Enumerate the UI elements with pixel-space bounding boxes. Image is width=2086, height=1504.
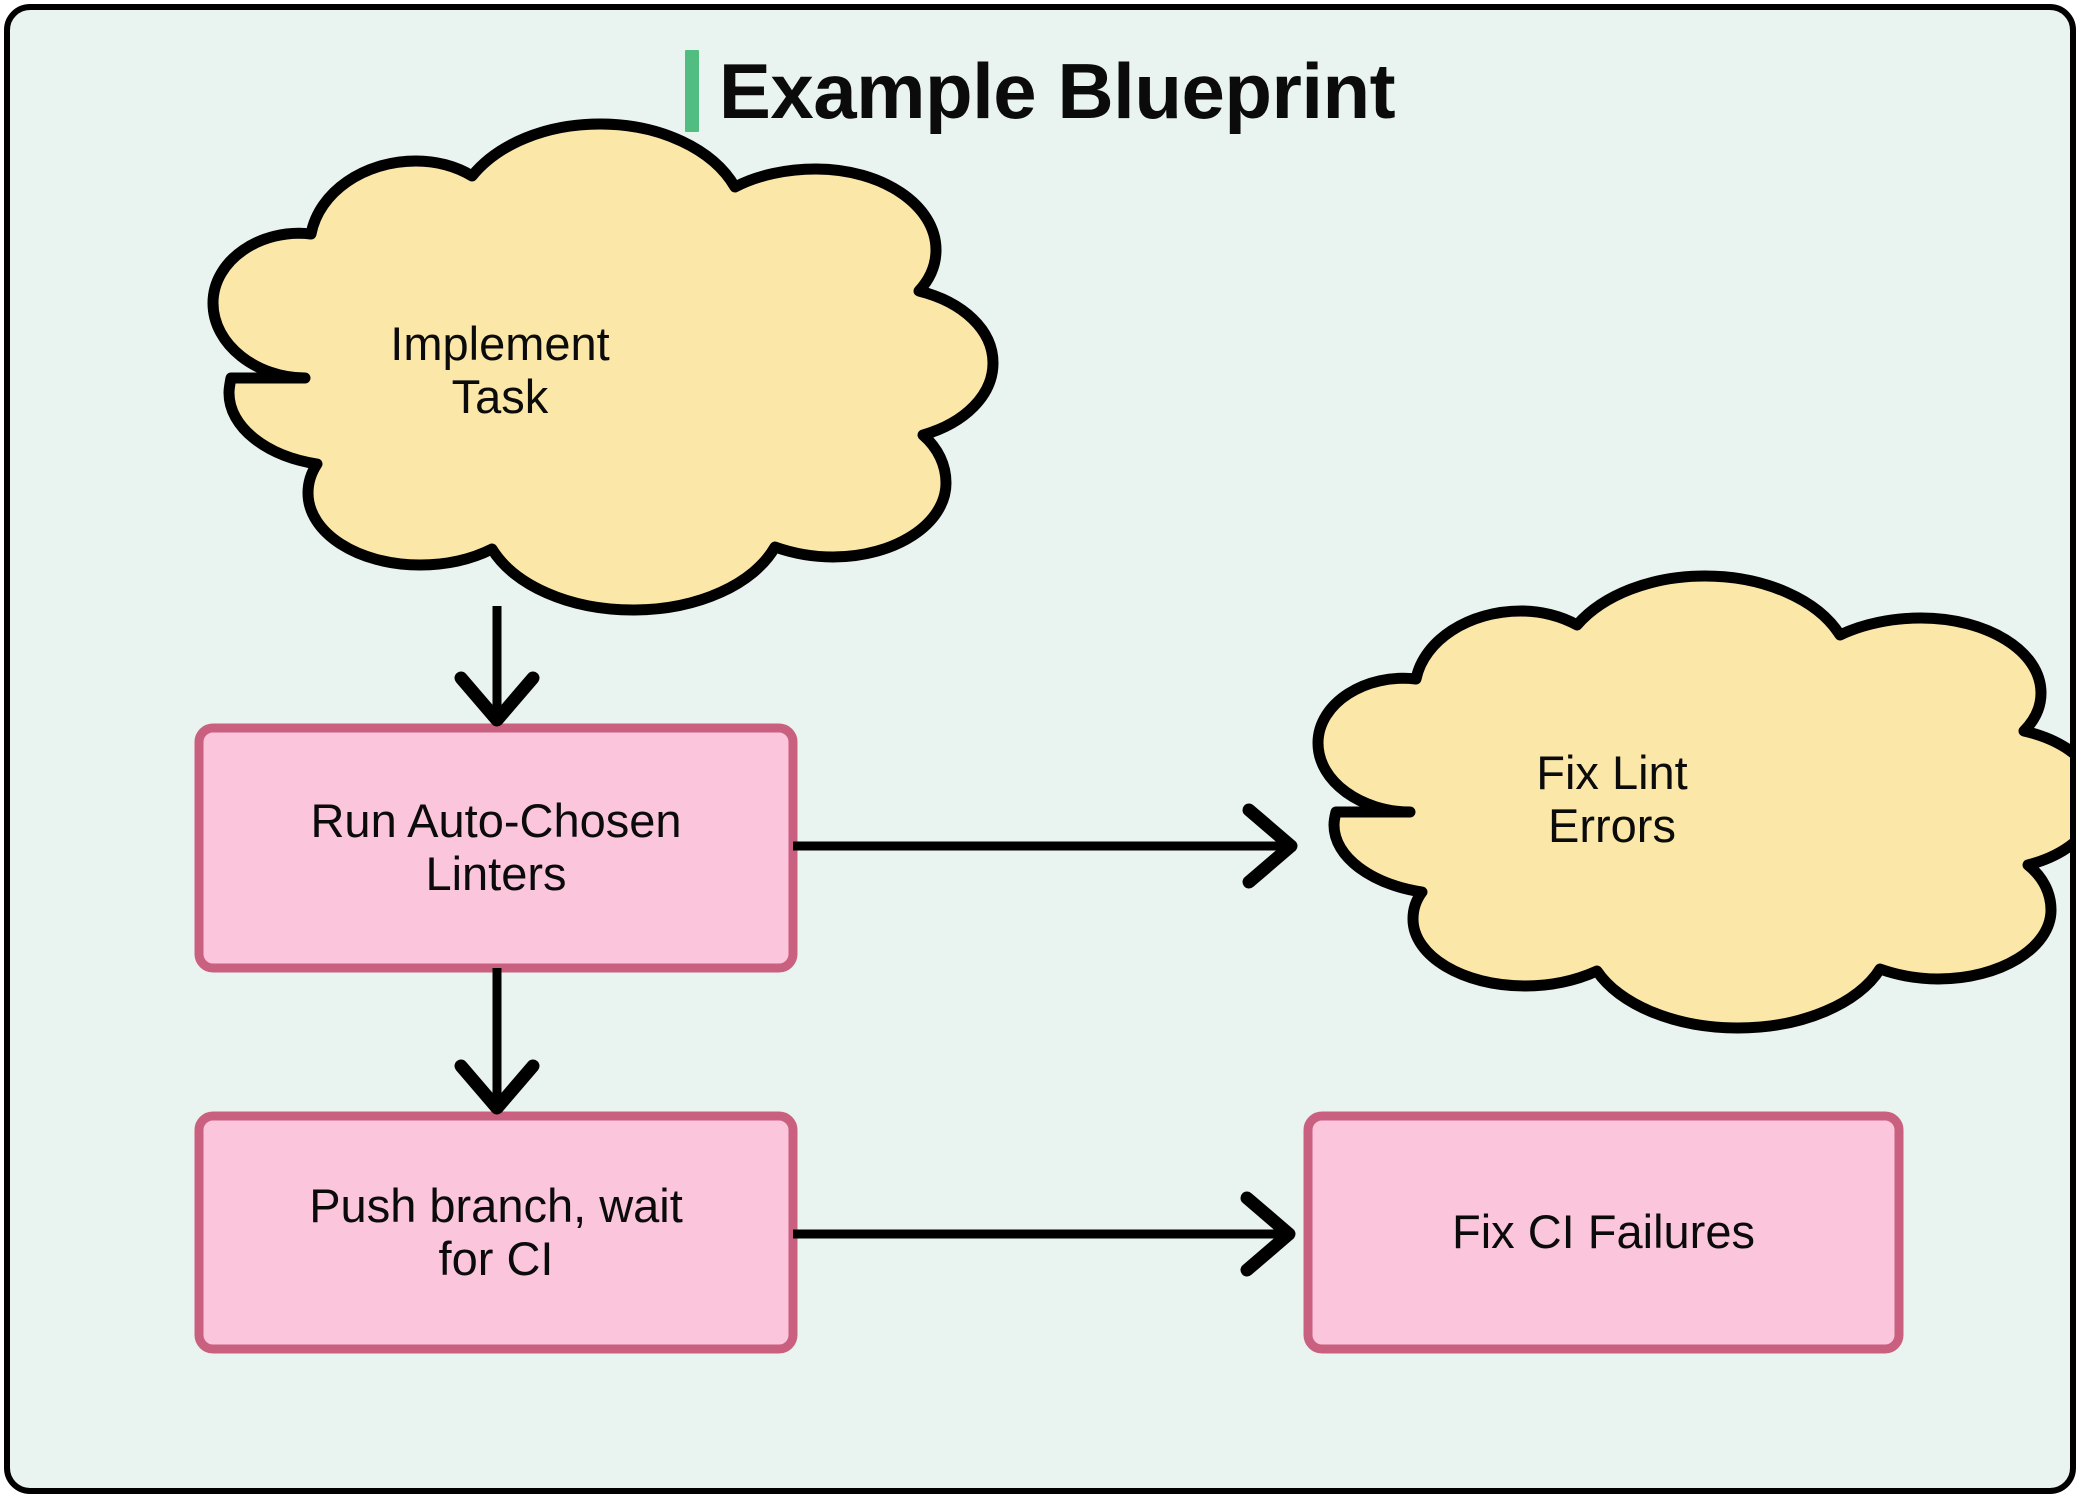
- node-run-linters-shape[interactable]: [194, 723, 798, 973]
- diagram-frame: Example Blueprint: [4, 4, 2076, 1494]
- node-push-branch-shape[interactable]: [194, 1111, 798, 1354]
- edge-implement-to-linters: [454, 606, 540, 727]
- node-fix-lint-errors-shape[interactable]: [1312, 570, 2076, 1034]
- edge-push-to-ci-failures: [793, 1191, 1296, 1277]
- node-implement-task-shape[interactable]: [207, 118, 999, 616]
- flowchart-canvas: [194, 118, 2076, 1354]
- edge-linters-to-push: [454, 968, 540, 1115]
- edge-linters-to-lint-errors: [793, 803, 1298, 889]
- node-fix-ci-failures-shape[interactable]: [1303, 1111, 1904, 1354]
